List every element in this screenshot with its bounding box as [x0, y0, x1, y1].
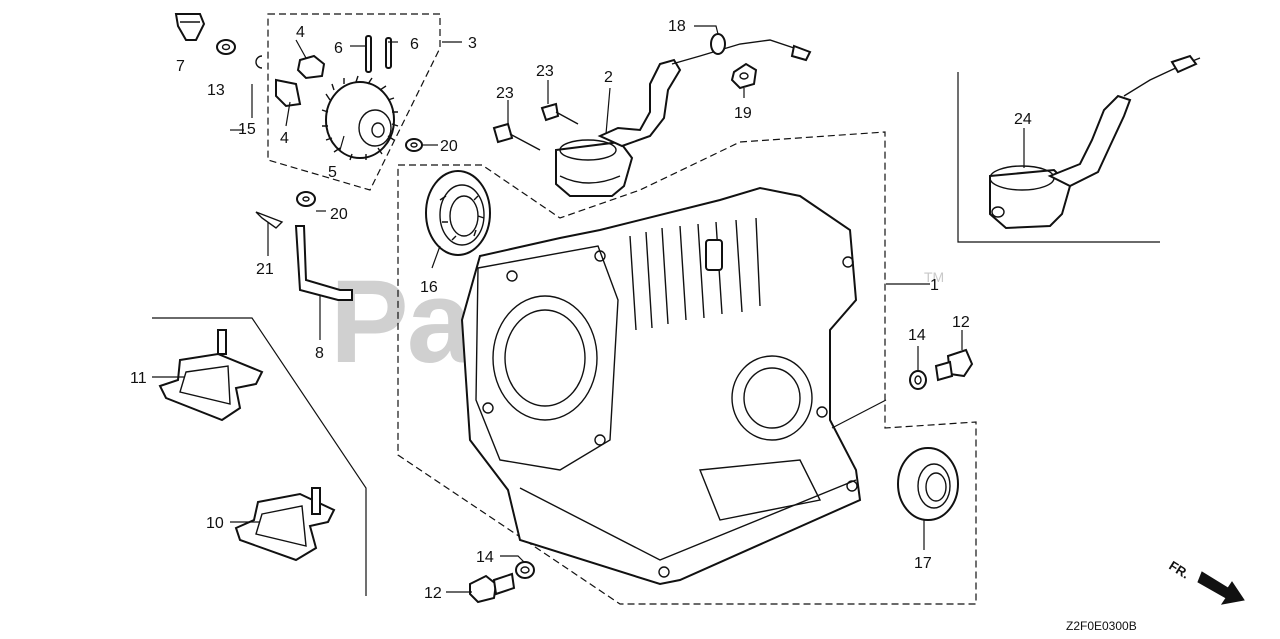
callout-7: 7	[176, 58, 185, 75]
callout-23-lower: 23	[496, 85, 514, 102]
callout-19: 19	[734, 105, 752, 122]
part-17-oil-seal-icon	[897, 447, 959, 521]
callout-4-upper: 4	[296, 24, 305, 41]
part-6-pins-icon	[365, 35, 392, 73]
callout-3: 3	[468, 35, 477, 52]
callout-14-bottom: 14	[476, 549, 494, 566]
part-1-crankcase-icon	[460, 186, 862, 586]
part-12-bolt-right-icon	[934, 348, 974, 382]
callout-16: 16	[420, 279, 438, 296]
part-8-tube-icon	[294, 225, 353, 301]
callout-24: 24	[1014, 111, 1032, 128]
callout-15: 15	[238, 121, 256, 138]
callout-12-bottom: 12	[424, 585, 442, 602]
part-10-mount-icon	[234, 487, 336, 562]
part-23-bolt-upper-icon	[540, 102, 579, 125]
group-boundary-mounts	[152, 317, 367, 596]
part-11-mount-icon	[158, 329, 264, 422]
callout-6-left: 6	[334, 40, 343, 57]
callout-2: 2	[604, 69, 613, 86]
callout-13: 13	[207, 82, 225, 99]
group-boundary-governor	[267, 13, 441, 191]
callout-4-lower: 4	[280, 130, 289, 147]
group-boundary-sensor	[957, 72, 1160, 243]
part-14-washer-right-icon	[909, 370, 927, 390]
group-boundary-crankcase	[397, 131, 977, 605]
part-23-bolt-lower-icon	[492, 122, 541, 151]
part-18-grommet-icon	[710, 33, 726, 55]
front-direction-indicator: FR.	[1166, 558, 1245, 605]
part-7-cap-icon	[174, 13, 206, 41]
part-13-washer-icon	[216, 39, 236, 55]
part-4-lever-upper-icon	[296, 54, 326, 80]
diagram-code: Z2F0E0300B	[1066, 619, 1137, 633]
front-direction-label: FR.	[1166, 558, 1192, 582]
part-14-washer-bottom-icon	[515, 561, 535, 579]
callout-12-right: 12	[952, 314, 970, 331]
part-16-bearing-icon	[425, 170, 491, 256]
part-12-bolt-bottom-icon	[469, 572, 516, 604]
part-15-circlip-icon	[255, 55, 263, 69]
leader-lines	[152, 25, 1025, 593]
callout-5: 5	[328, 164, 337, 181]
part-20-washer-lower-icon	[296, 191, 316, 207]
callout-20-lower: 20	[330, 206, 348, 223]
callout-11: 11	[130, 370, 147, 387]
callout-1: 1	[930, 277, 939, 294]
callout-14-right: 14	[908, 327, 926, 344]
callout-21: 21	[256, 261, 274, 278]
part-20-washer-upper-icon	[405, 138, 423, 152]
part-21-clip-icon	[255, 211, 284, 229]
watermark-trademark: TM	[924, 269, 944, 285]
front-direction-arrow-icon	[1197, 571, 1245, 605]
callout-10: 10	[206, 515, 224, 532]
callout-18: 18	[668, 18, 686, 35]
part-4-lever-lower-icon	[275, 78, 302, 108]
callout-17: 17	[914, 555, 932, 572]
callout-20-upper: 20	[440, 138, 458, 155]
part-19-nut-icon	[730, 62, 758, 90]
callout-labels: 7 13 15 4 4 6 6 3 5 20 20 21 8 18 2 23 2…	[130, 18, 1032, 602]
part-2-oil-switch-icon	[555, 39, 812, 197]
callout-6-right: 6	[410, 36, 419, 53]
callout-23-upper: 23	[536, 63, 554, 80]
part-24-sensor-icon	[989, 54, 1201, 230]
callout-8: 8	[315, 345, 324, 362]
part-5-gear-icon	[321, 75, 399, 161]
